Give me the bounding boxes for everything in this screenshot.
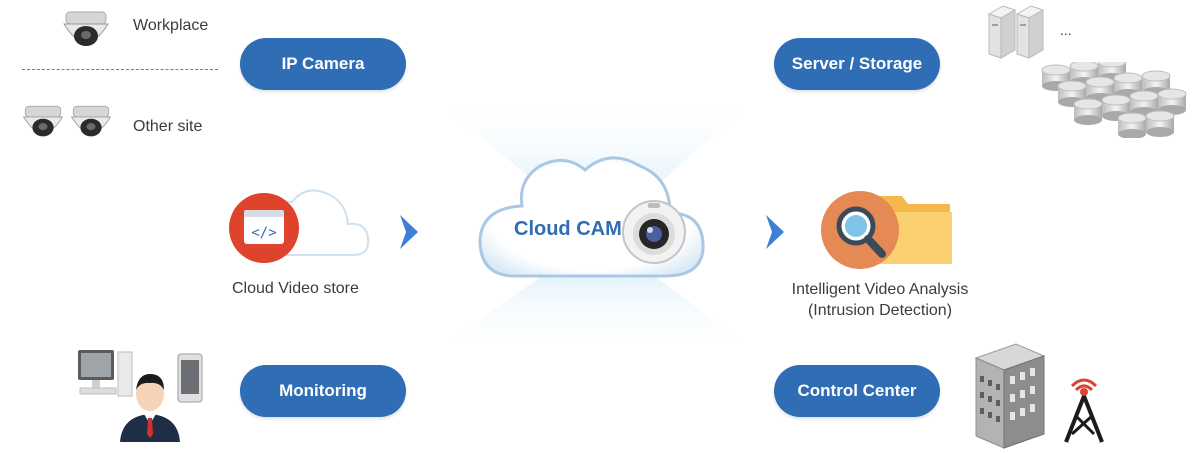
- smartphone-icon: [177, 353, 203, 403]
- antenna-tower-icon: [1064, 378, 1104, 443]
- svg-text:</>: </>: [251, 225, 276, 241]
- camera-lens-icon: [622, 200, 686, 264]
- storage-disks-icon: [1041, 62, 1187, 138]
- bottom-beam: [430, 235, 760, 355]
- code-cloud-icon: </>: [229, 189, 370, 263]
- office-building-icon: [974, 343, 1046, 449]
- desktop-computer-icon: [78, 350, 133, 397]
- server-tower-icon: [987, 5, 1045, 59]
- other-site-label: Other site: [133, 118, 203, 135]
- search-folder-icon: [821, 191, 952, 269]
- ellipsis-text: ...: [1060, 22, 1072, 38]
- arrow-right-icon: [400, 215, 418, 249]
- dome-camera-icon: [70, 105, 112, 137]
- analysis-label-line2: (Intrusion Detection): [807, 302, 953, 319]
- analysis-label-line1: Intelligent Video Analysis: [791, 281, 969, 298]
- server-storage-button[interactable]: Server / Storage: [774, 38, 940, 90]
- person-operator-icon: [120, 374, 180, 442]
- workplace-label: Workplace: [133, 17, 209, 34]
- monitoring-button[interactable]: Monitoring: [240, 365, 406, 417]
- dome-camera-icon: [63, 11, 109, 46]
- cloud-cam-title: Cloud CAM: [514, 218, 622, 240]
- dome-camera-icon: [22, 105, 64, 137]
- arrow-right-icon: [766, 215, 784, 249]
- cloud-video-store-label: Cloud Video store: [232, 280, 359, 297]
- ip-camera-button[interactable]: IP Camera: [240, 38, 406, 90]
- control-center-button[interactable]: Control Center: [774, 365, 940, 417]
- site-divider: [22, 69, 218, 70]
